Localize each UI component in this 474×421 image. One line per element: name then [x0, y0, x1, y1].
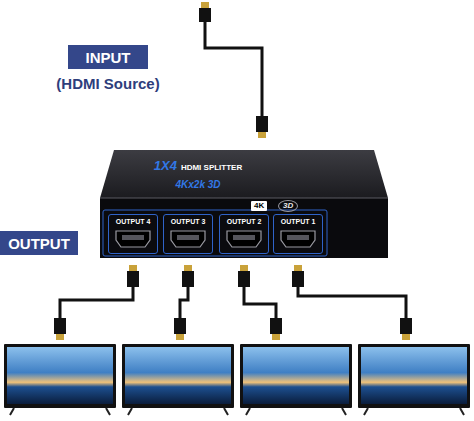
socket-outline	[227, 231, 261, 247]
port-panel	[103, 210, 327, 256]
socket-contacts	[233, 235, 255, 240]
plug-tip	[258, 132, 266, 138]
splitter-subtitle-row: 4Kx2k 3D	[98, 179, 298, 190]
plug-tip	[240, 265, 248, 271]
hdmi-socket	[115, 230, 151, 248]
hdmi-socket	[226, 230, 262, 248]
output-label-box: OUTPUT	[0, 231, 78, 255]
plug-tip	[294, 265, 302, 271]
plug-tip	[56, 334, 64, 340]
plug-body	[256, 116, 268, 132]
plug-body	[182, 271, 194, 287]
splitter-model: 1X4	[154, 158, 177, 173]
output-port: OUTPUT 1	[273, 214, 323, 254]
tv-frame	[240, 344, 352, 408]
socket-outline	[171, 231, 205, 247]
tv	[358, 344, 470, 415]
output-port: OUTPUT 4	[108, 214, 158, 254]
port-label: OUTPUT 3	[171, 217, 206, 226]
tv-stand	[128, 408, 228, 415]
box-label: OUTPUT	[8, 235, 70, 252]
plug-body	[174, 318, 186, 334]
splitter-title-row: 1X4 HDMI SPLITTER	[98, 158, 298, 173]
splitter-edge	[100, 198, 388, 199]
port-label: OUTPUT 4	[116, 217, 151, 226]
plug-body	[270, 318, 282, 334]
socket-outline	[116, 231, 150, 247]
plug-tip	[184, 265, 192, 271]
box-label: INPUT	[86, 49, 131, 66]
plug-body	[127, 271, 139, 287]
hdmi-splitter-body: 1X4 HDMI SPLITTER 4Kx2k 3D OUTPUT 4 OUTPUT 3…	[98, 148, 390, 260]
socket-contacts	[177, 235, 199, 240]
tv-frame	[122, 344, 234, 408]
3d-logo: 3D	[278, 200, 298, 212]
port-label: OUTPUT 2	[227, 217, 262, 226]
plug-body	[199, 8, 211, 22]
tv-screen	[7, 347, 113, 404]
output-port: OUTPUT 2	[219, 214, 269, 254]
4k-badge: 4K	[251, 201, 267, 211]
tv-stand	[246, 408, 346, 415]
cable	[205, 22, 262, 116]
tv-frame	[4, 344, 116, 408]
tv-stand	[10, 408, 110, 415]
tv-screen	[125, 347, 231, 404]
input-cable	[199, 2, 268, 138]
box-sublabel: (HDMI Source)	[56, 75, 159, 92]
plug-tip	[402, 334, 410, 340]
plug-tip	[176, 334, 184, 340]
plug-tip	[272, 334, 280, 340]
cable	[60, 287, 133, 318]
plug-tip	[129, 265, 137, 271]
tv-frame	[358, 344, 470, 408]
output-cables	[54, 265, 412, 340]
output-port: OUTPUT 3	[163, 214, 213, 254]
hdmi-socket	[170, 230, 206, 248]
plug-body	[54, 318, 66, 334]
splitter-name: HDMI SPLITTER	[181, 163, 242, 172]
splitter-front	[100, 198, 388, 258]
cable	[244, 287, 276, 318]
cable	[298, 287, 406, 318]
tv-screen	[243, 347, 349, 404]
plug-tip	[201, 2, 209, 8]
plug-body	[238, 271, 250, 287]
hdmi-socket	[280, 230, 316, 248]
plug-body	[292, 271, 304, 287]
splitter-top	[100, 150, 388, 198]
plug-body	[400, 318, 412, 334]
socket-outline	[281, 231, 315, 247]
input-label-box: INPUT(HDMI Source)	[68, 45, 148, 69]
port-label: OUTPUT 1	[281, 217, 316, 226]
cable	[180, 287, 188, 318]
tv-stand	[364, 408, 464, 415]
tv	[240, 344, 352, 415]
tv-screen	[361, 347, 467, 404]
socket-contacts	[122, 235, 144, 240]
splitter-spec: 4Kx2k 3D	[175, 179, 220, 190]
tv	[122, 344, 234, 415]
socket-contacts	[287, 235, 309, 240]
tv	[4, 344, 116, 415]
